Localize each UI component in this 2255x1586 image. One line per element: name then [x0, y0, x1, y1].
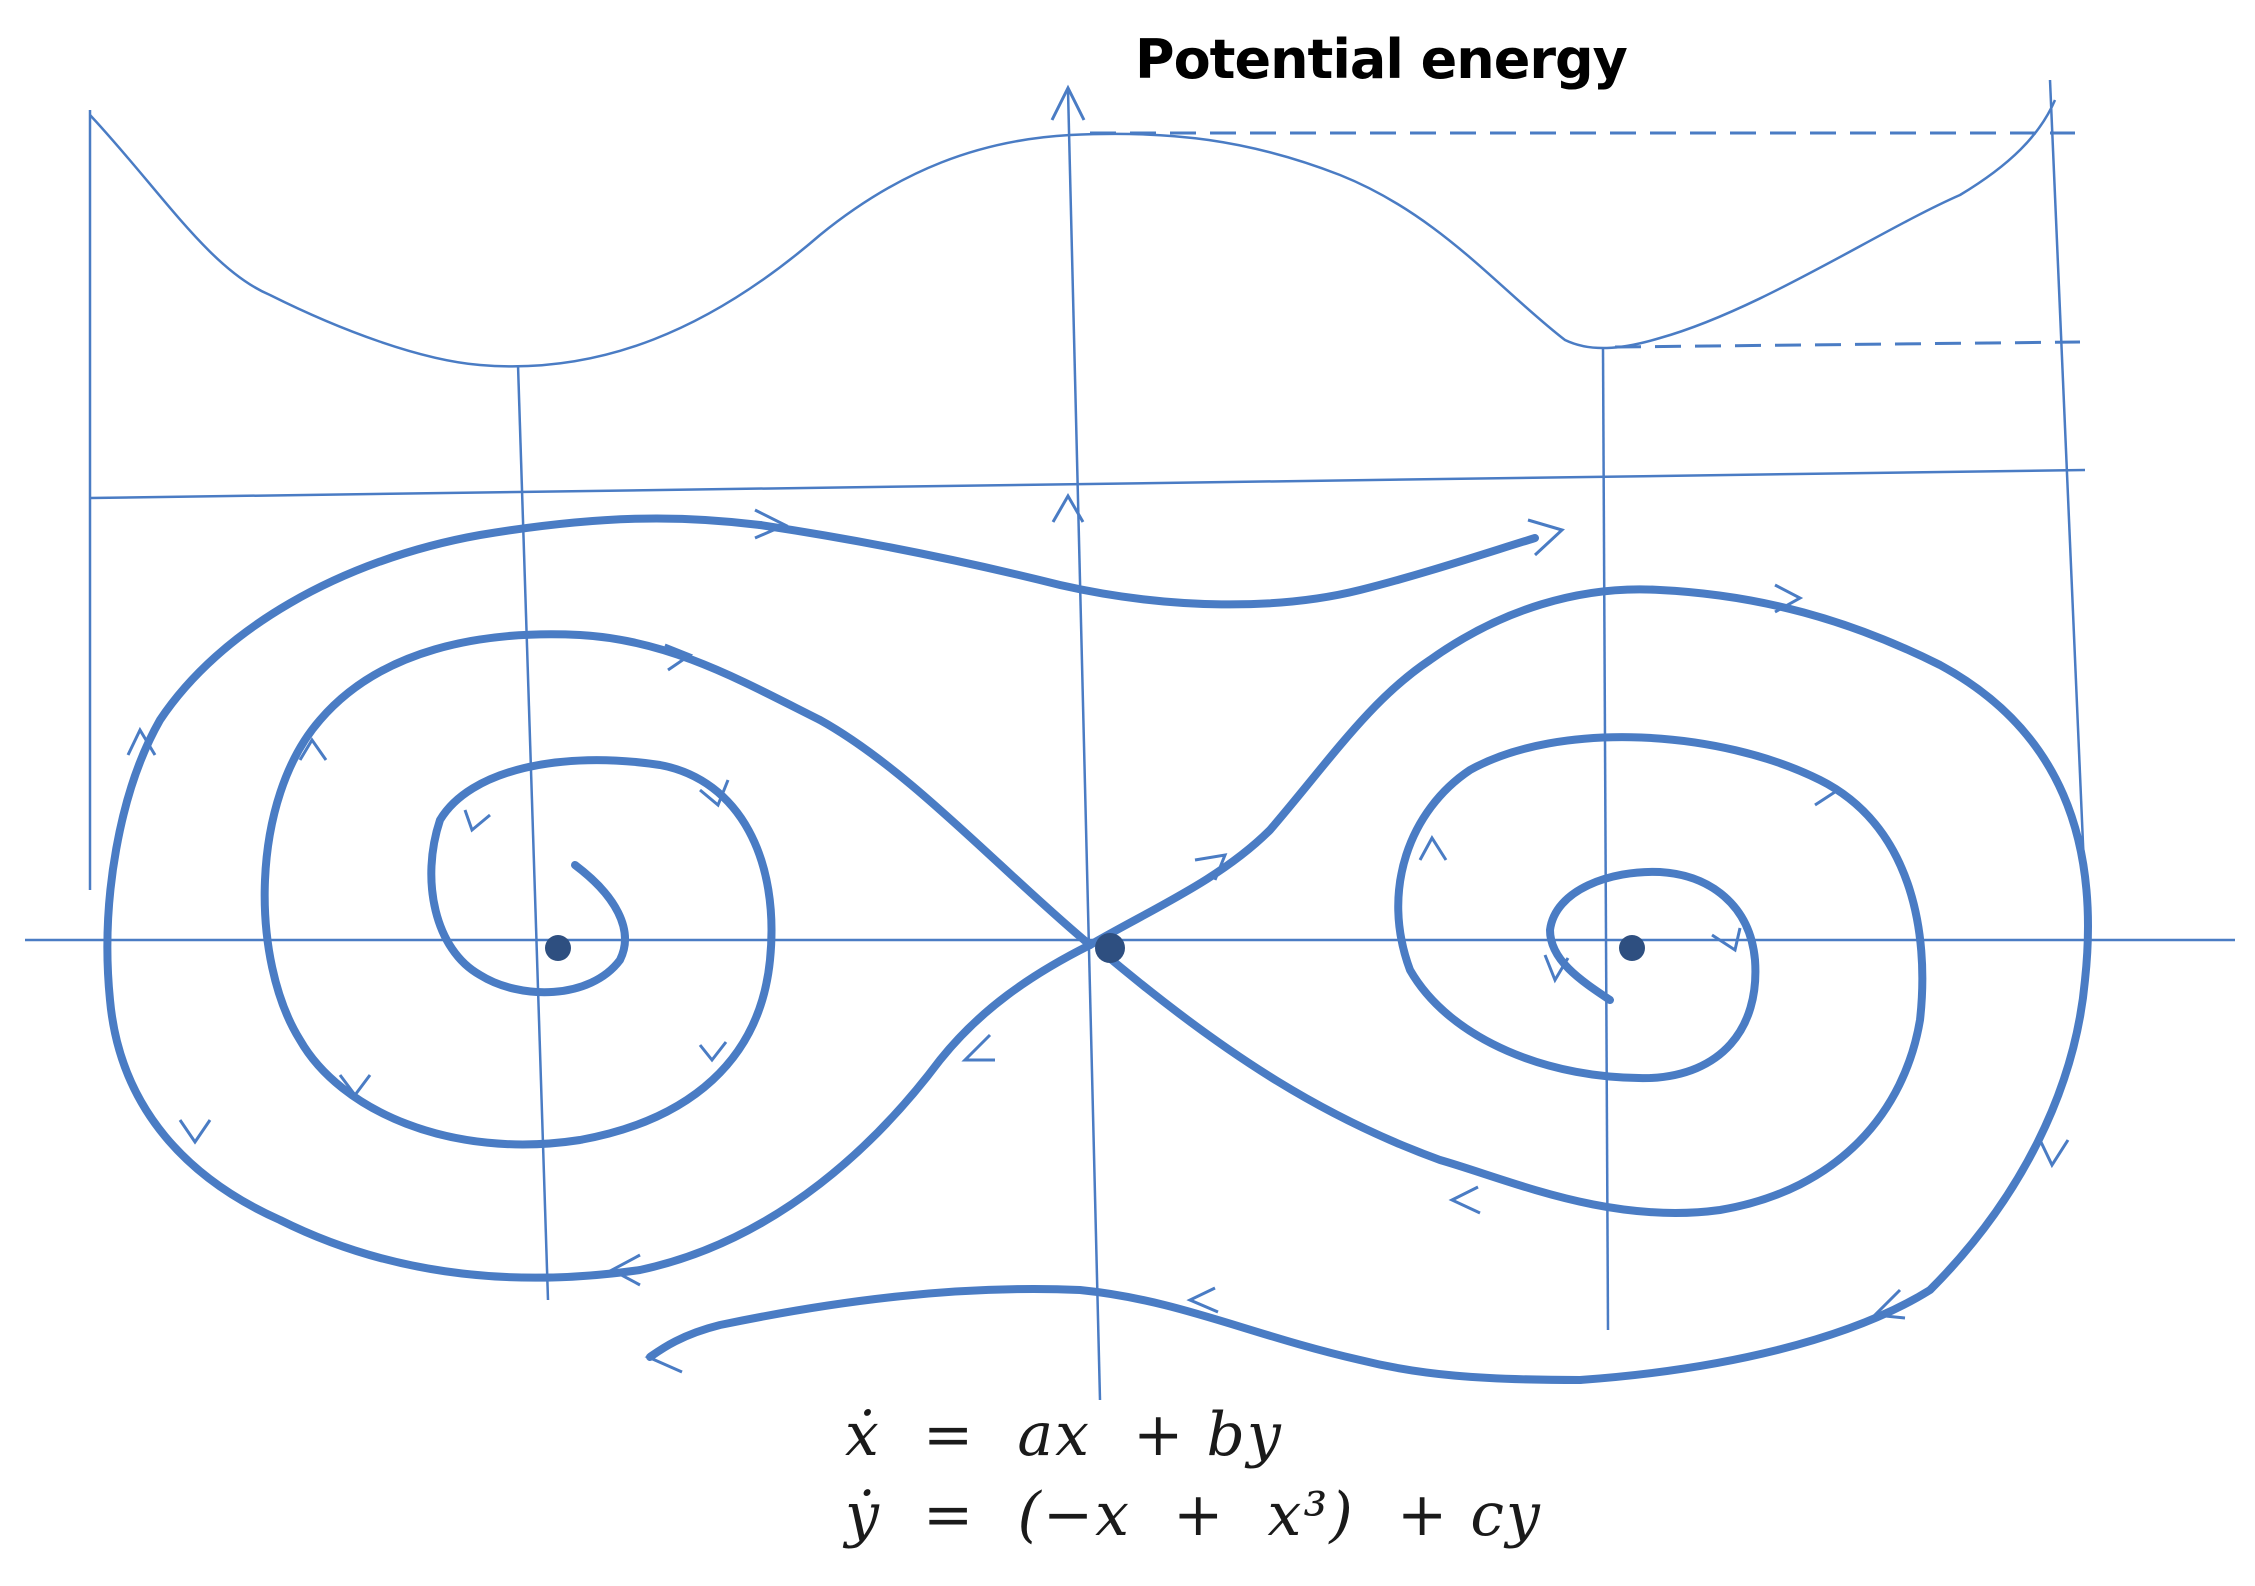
top-outer-trajectory: [756, 521, 1539, 609]
arrow-saddle-upper-right: [1194, 853, 1228, 881]
guide-lines: [25, 79, 2235, 1401]
arrow-right-mid-up: [1418, 835, 1448, 861]
bottom-outer-trajectory: [646, 1285, 1584, 1384]
arrow-bottom-mid: [1186, 1286, 1219, 1314]
left-stable-point: [545, 935, 571, 961]
arrow-bottom-end: [644, 1338, 683, 1374]
energy-axis: [1066, 89, 1102, 1401]
arrow-left-mid-up: [298, 737, 328, 761]
arrow-left-lower: [338, 1074, 372, 1098]
arrow-right-outer-top: [1774, 583, 1804, 614]
arrow-left-outer-up: [126, 726, 157, 756]
y-axis-arrowhead: [1051, 492, 1085, 523]
arrow-left-outer-down: [178, 1119, 212, 1145]
potential-energy-curve: [89, 99, 2057, 368]
arrow-top-mid: [754, 508, 789, 540]
potential-energy-title: Potential energy: [1135, 28, 1628, 91]
equation-x-dot: ẋ = ax + by: [845, 1400, 1283, 1470]
arrow-top-outer-end: [1527, 518, 1565, 557]
arrow-left-inner-left: [463, 809, 491, 833]
arrow-right-mid-left: [1448, 1185, 1481, 1215]
arrow-left-inner-right: [699, 779, 730, 808]
equation-y-dot: ẏ = (−x + x³) + cy: [845, 1480, 1542, 1550]
lower-left-separatrix: [103, 514, 1094, 1282]
arrow-left-bottom: [608, 1253, 641, 1287]
direction-arrows: [126, 508, 2070, 1374]
right-minimum-line: [1601, 347, 1610, 1331]
min-energy-dashed-line: [1614, 340, 2081, 349]
upper-right-separatrix: [1086, 585, 2092, 1384]
arrow-right-outer-bottom: [1871, 1288, 1906, 1320]
arrow-left-inner-down: [698, 1041, 728, 1063]
right-spiral: [1096, 733, 1927, 1217]
horizontal-reference-line: [89, 468, 2086, 500]
arrow-right-inner-down: [1543, 954, 1570, 984]
trajectories: [103, 514, 2092, 1384]
arrow-left-mid-right: [664, 643, 694, 672]
left-spiral: [260, 630, 1094, 1149]
arrow-saddle-lower-left: [961, 1033, 995, 1062]
saddle-point: [1095, 933, 1125, 963]
left-minimum-line: [516, 364, 550, 1301]
arrow-right-inner-right: [1711, 927, 1742, 953]
energy-axis-arrowhead: [1050, 84, 1086, 121]
right-stable-point: [1619, 935, 1645, 961]
right-frame-line: [2048, 79, 2087, 891]
equilibrium-points: [545, 933, 1645, 963]
arrow-right-outer-down: [2038, 1139, 2070, 1169]
arrow-right-mid-right: [1809, 773, 1841, 807]
